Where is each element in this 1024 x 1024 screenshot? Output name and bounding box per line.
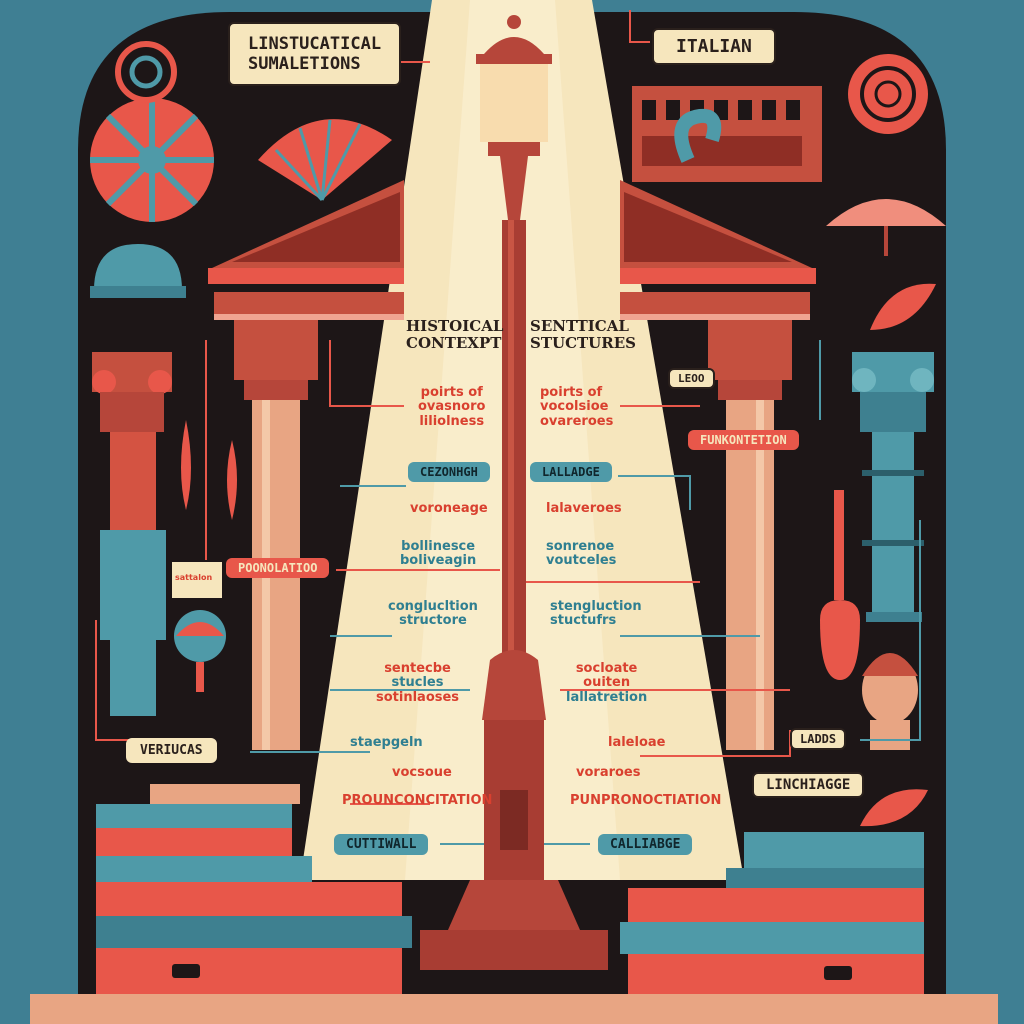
- sign-left: [172, 562, 222, 598]
- spiral-top-right: [848, 54, 928, 134]
- title-right: ITALIAN: [652, 28, 776, 65]
- building-italian: [632, 86, 822, 182]
- ladds-tag: LADDS: [790, 728, 847, 750]
- functional-tag: FUNKONTETION: [688, 430, 799, 450]
- right-points-line1: poirts of: [540, 385, 603, 400]
- left-points-line2: ovasnoro: [418, 399, 486, 415]
- snake-figure: [674, 108, 722, 163]
- left-item2: vocsoue: [392, 765, 452, 780]
- dome-left: [94, 244, 182, 290]
- quill-left: [181, 420, 191, 510]
- globe-left: [174, 610, 226, 692]
- left-points-line3: liliolness: [419, 413, 485, 429]
- right-points: poirts of vocolsioe ovareroes: [540, 385, 614, 429]
- temple-left: [208, 180, 404, 320]
- left-bottom-tag: CUTTIWALL: [334, 834, 429, 855]
- left-block2-line2: structore: [399, 613, 467, 629]
- left-block3: sentecbe stucles sotinlaoses: [376, 661, 460, 705]
- right-heading: SENTTICAL STUCTURES: [530, 318, 636, 351]
- books-right: [620, 832, 924, 994]
- right-block3-line1: socloate: [575, 661, 638, 676]
- left-tag: CEZONHGH: [408, 462, 490, 482]
- title-left-line2: SUMALETIONS: [248, 54, 361, 74]
- right-points-line2: vocolsioe: [540, 399, 609, 415]
- verbs-tag: VERIUCAS: [126, 738, 217, 763]
- left-heading-line1: HISTOICAL: [406, 317, 504, 335]
- right-points-line3: ovareroes: [540, 413, 614, 429]
- temple-right: [620, 180, 816, 320]
- right-item3: PUNPRONOCTIATION: [570, 793, 722, 808]
- right-block2-line2: stuctufrs: [550, 613, 617, 629]
- left-block2-line1: conglucltion: [388, 599, 478, 614]
- spiral-top-left: [115, 41, 177, 103]
- right-block3: socloate ouiten lallatretion: [566, 661, 648, 705]
- floor-base: [30, 994, 998, 1024]
- column-right-inner: [708, 320, 792, 750]
- left-block1: bollinesce boliveagin: [400, 539, 477, 569]
- right-bottom-tag: CALLIABGE: [598, 834, 693, 855]
- left-block2: conglucltion structore: [388, 599, 478, 629]
- left-block1-line1: bollinesce: [401, 539, 476, 554]
- left-heading: HISTOICAL CONTEXPT: [406, 318, 503, 351]
- right-item1: laleloae: [608, 735, 666, 750]
- right-block1-line2: voutceles: [546, 553, 617, 569]
- column-left-outer: [92, 352, 172, 716]
- sign-text: sattalon: [175, 573, 213, 582]
- left-points: poirts of ovasnoro liliolness: [418, 385, 486, 429]
- right-block2-line1: stengluction: [550, 599, 642, 614]
- leaf-right-bottom: [860, 789, 928, 827]
- pronunciation-tag: POONOLATIOO: [226, 558, 330, 578]
- brush-right: [834, 490, 844, 600]
- column-right-outer: [852, 352, 934, 622]
- left-block3-line3: sotinlaoses: [376, 689, 460, 705]
- left-item1: staepgeln: [350, 735, 423, 750]
- left-block3-line2: stucles: [391, 675, 444, 691]
- right-item2: voraroes: [576, 765, 641, 780]
- title-left: LINSTUCATICAL SUMALETIONS: [228, 22, 402, 86]
- connector-lines: [95, 10, 921, 845]
- left-vocab: voroneage: [410, 501, 488, 516]
- left-points-line1: poirts of: [420, 385, 483, 400]
- books-left: [96, 784, 412, 994]
- right-block3-line3: lallatretion: [566, 689, 648, 705]
- folding-fan-ribs: [274, 119, 362, 202]
- right-vocab: lalaveroes: [546, 501, 622, 516]
- right-block1: sonrenoe voutceles: [546, 539, 617, 569]
- quill-left-2: [227, 440, 237, 520]
- language-tag: LINCHIAGGE: [752, 772, 865, 798]
- left-block1-line2: boliveagin: [400, 553, 477, 569]
- vase-right: [820, 600, 860, 680]
- left-block3-line1: sentecbe: [384, 661, 451, 676]
- parasol: [826, 199, 946, 226]
- right-tag: LALLADGE: [530, 462, 612, 482]
- fan-wheel-left: [90, 98, 214, 222]
- lamp-post: [420, 15, 608, 970]
- right-block3-line2: ouiten: [583, 675, 631, 691]
- left-item3: PROUNCONCITATION: [342, 793, 493, 808]
- bust-right: [862, 653, 918, 750]
- right-block1-line1: sonrenoe: [546, 539, 615, 554]
- right-heading-line2: STUCTURES: [530, 333, 636, 352]
- right-block2: stengluction stuctufrs: [550, 599, 642, 629]
- title-left-line1: LINSTUCATICAL: [248, 34, 382, 54]
- left-heading-line2: CONTEXPT: [406, 333, 502, 352]
- small-tag: LEOO: [668, 368, 715, 389]
- leaf-right: [870, 283, 936, 330]
- right-heading-line1: SENTTICAL: [530, 317, 629, 335]
